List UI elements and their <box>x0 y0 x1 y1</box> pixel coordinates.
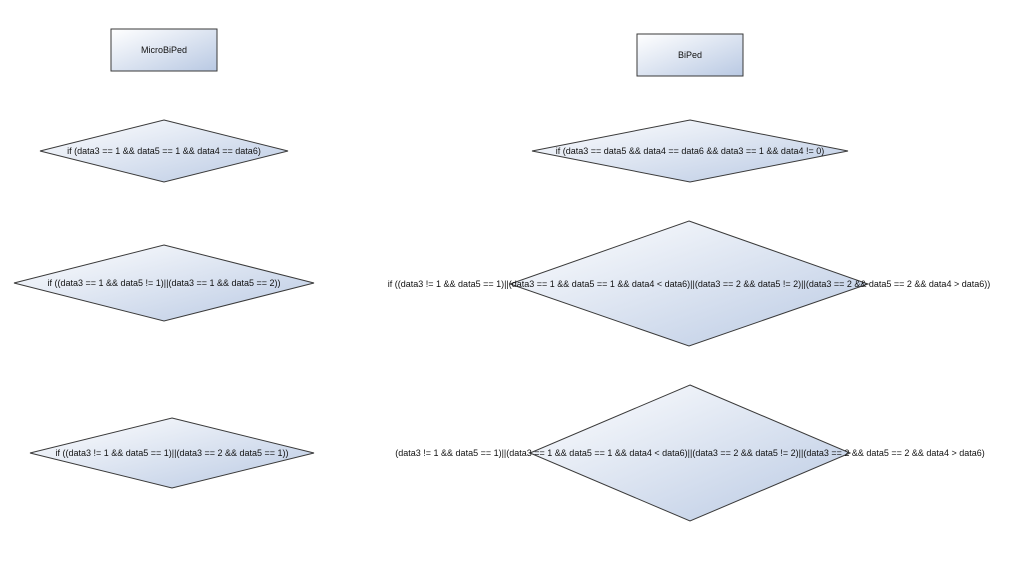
biped-decision-3-diamond <box>528 384 852 522</box>
biped-title-label: BiPed <box>678 50 702 60</box>
biped-title-box <box>636 33 744 77</box>
micro-decision-3[interactable]: if ((data3 != 1 && data5 == 1)||(data3 =… <box>29 417 315 489</box>
micro-decision-2[interactable]: if ((data3 == 1 && data5 != 1)||(data3 =… <box>13 244 315 322</box>
biped-decision-1-diamond <box>531 119 849 183</box>
biped-decision-3[interactable]: (data3 != 1 && data5 == 1)||(data3 == 1 … <box>395 384 985 522</box>
biped-decision-3-label: (data3 != 1 && data5 == 1)||(data3 == 1 … <box>395 448 984 458</box>
micro-title-node[interactable]: MicroBiPed <box>110 28 218 72</box>
micro-title-label: MicroBiPed <box>141 45 187 55</box>
micro-decision-2-diamond <box>13 244 315 322</box>
micro-decision-2-label: if ((data3 == 1 && data5 != 1)||(data3 =… <box>47 278 280 288</box>
biped-decision-1-label: if (data3 == data5 && data4 == data6 && … <box>556 146 824 156</box>
micro-decision-3-diamond <box>29 417 315 489</box>
biped-decision-2-label: if ((data3 != 1 && data5 == 1)||(data3 =… <box>388 279 990 289</box>
biped-title-node[interactable]: BiPed <box>636 33 744 77</box>
micro-decision-1[interactable]: if (data3 == 1 && data5 == 1 && data4 ==… <box>39 119 289 183</box>
biped-decision-2-diamond <box>508 220 870 347</box>
micro-decision-1-diamond <box>39 119 289 183</box>
biped-decision-1[interactable]: if (data3 == data5 && data4 == data6 && … <box>531 119 849 183</box>
micro-title-box <box>110 28 218 72</box>
micro-decision-1-label: if (data3 == 1 && data5 == 1 && data4 ==… <box>67 146 261 156</box>
biped-decision-2[interactable]: if ((data3 != 1 && data5 == 1)||(data3 =… <box>388 220 990 347</box>
micro-decision-3-label: if ((data3 != 1 && data5 == 1)||(data3 =… <box>55 448 288 458</box>
